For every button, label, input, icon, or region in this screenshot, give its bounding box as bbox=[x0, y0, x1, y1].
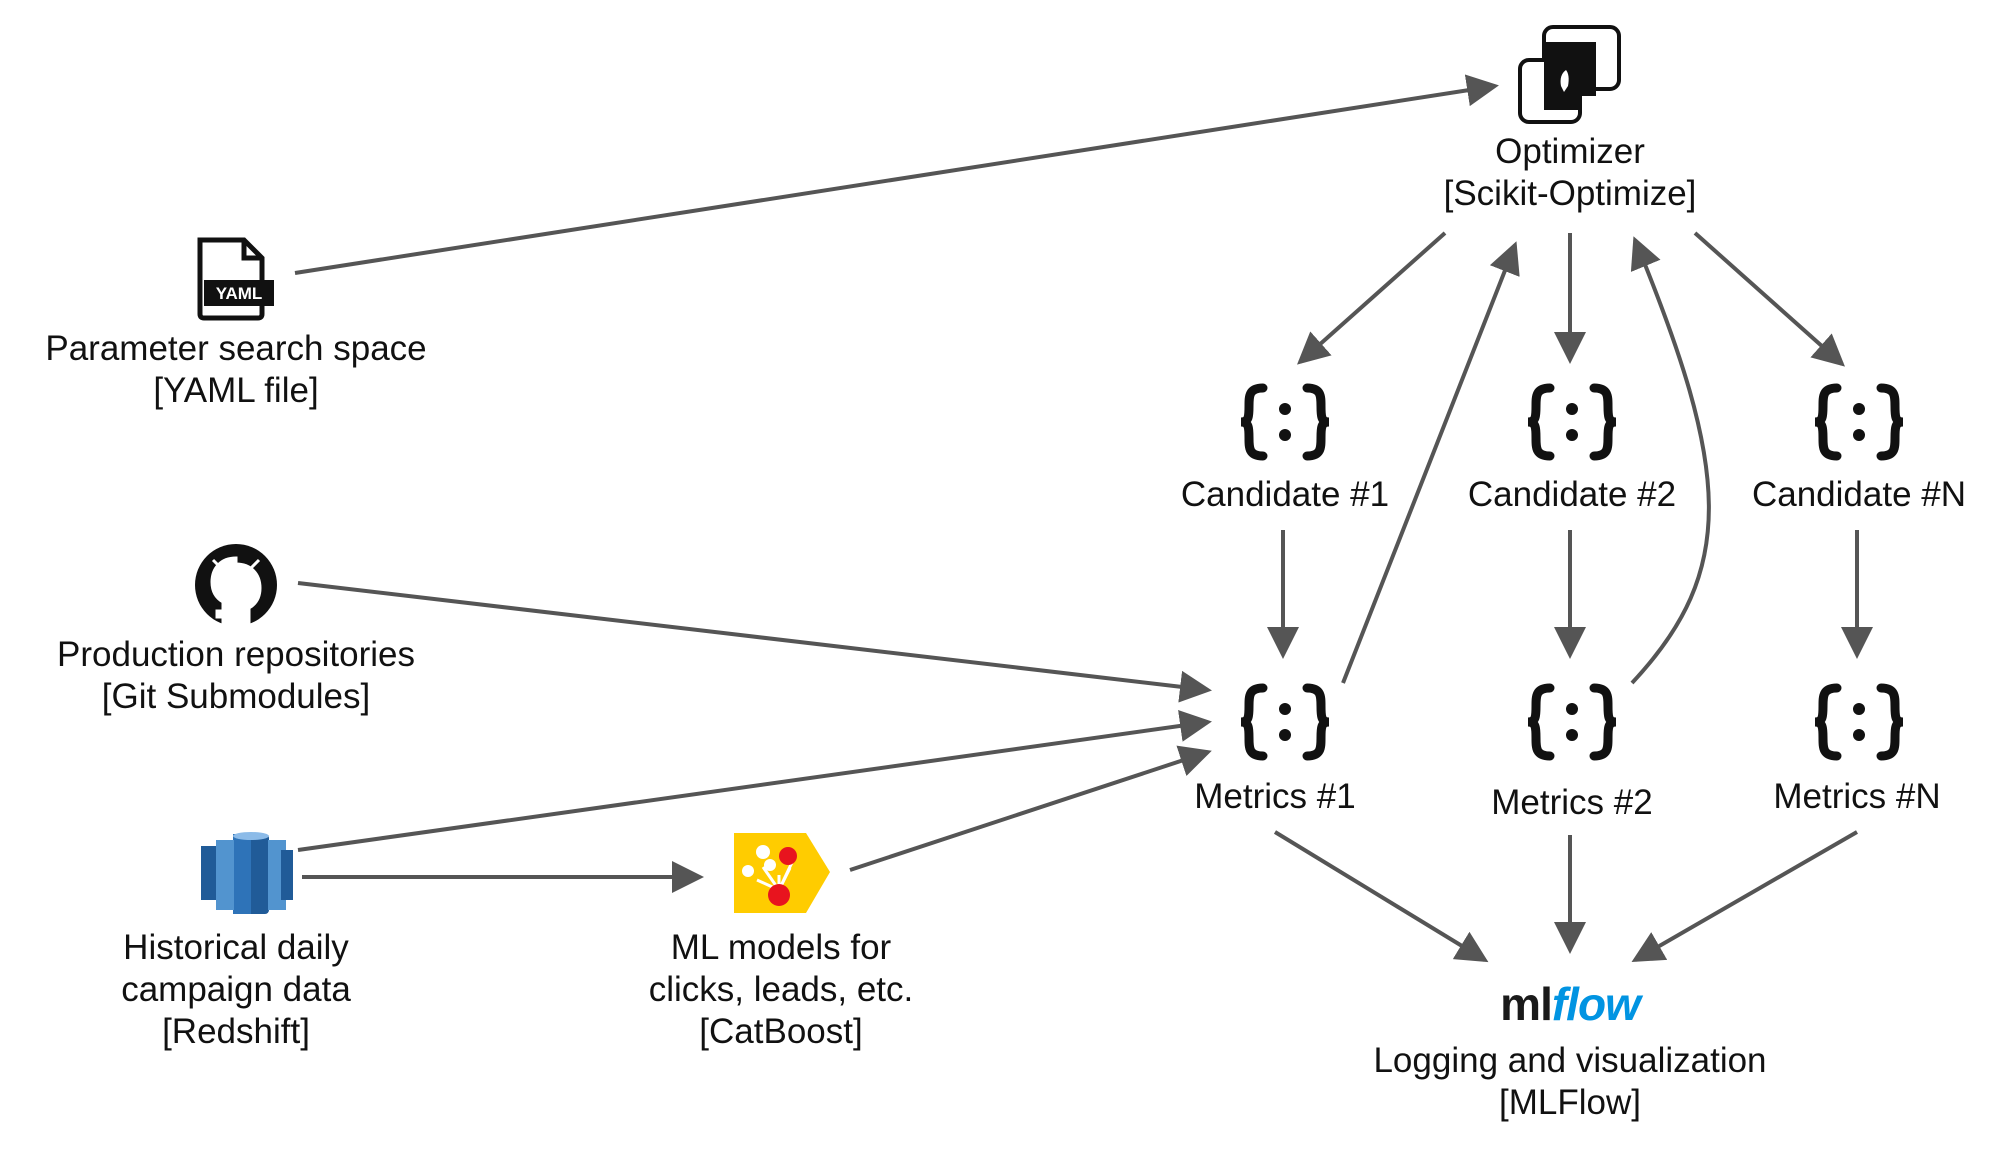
mlflow-tech: [MLFlow] bbox=[1499, 1083, 1641, 1122]
candidate-label: Candidate #2 bbox=[1467, 475, 1677, 514]
node-candidate-n: Candidate #N bbox=[1752, 474, 1966, 516]
json-braces-icon bbox=[1814, 683, 1904, 761]
edge-metrics-2-to-optimizer bbox=[1630, 236, 1711, 685]
mlflow-logo-ml: ml bbox=[1500, 978, 1553, 1030]
redshift-icon bbox=[201, 832, 293, 914]
optimizer-label: Optimizer bbox=[1495, 132, 1645, 171]
github-icon bbox=[195, 544, 277, 627]
edge-optimizer-to-candidate-n bbox=[1693, 231, 1845, 367]
node-mlflow: Logging and visualization [MLFlow] bbox=[1373, 1040, 1766, 1124]
edge-repos-to-metrics-1 bbox=[297, 581, 1212, 703]
mlflow-logo-flow: flow bbox=[1551, 978, 1641, 1030]
node-optimizer: Optimizer [Scikit-Optimize] bbox=[1444, 131, 1697, 215]
candidate-label: Candidate #N bbox=[1751, 475, 1967, 514]
edge-param-to-optimizer bbox=[294, 74, 1499, 275]
metrics-label: Metrics #2 bbox=[1491, 783, 1653, 822]
ml-models-tech: [CatBoost] bbox=[699, 1012, 863, 1051]
hist-data-tech: [Redshift] bbox=[162, 1012, 310, 1051]
scikit-optimize-icon bbox=[1518, 25, 1621, 124]
candidate-label: Candidate #1 bbox=[1180, 475, 1390, 514]
json-braces-icon bbox=[1240, 683, 1330, 761]
json-braces-icon bbox=[1240, 383, 1330, 461]
hist-data-line1: Historical daily bbox=[123, 928, 349, 967]
node-candidate-2: Candidate #2 bbox=[1468, 474, 1676, 516]
prod-repos-tech: [Git Submodules] bbox=[101, 677, 371, 716]
edge-ml-models-to-metrics-1 bbox=[849, 745, 1212, 872]
prod-repos-label: Production repositories bbox=[57, 635, 415, 674]
node-metrics-2: Metrics #2 bbox=[1491, 782, 1652, 824]
metrics-label: Metrics #N bbox=[1773, 777, 1941, 816]
catboost-icon bbox=[734, 833, 830, 913]
node-prod-repos: Production repositories [Git Submodules] bbox=[57, 634, 415, 718]
optimizer-tech: [Scikit-Optimize] bbox=[1443, 174, 1697, 213]
node-candidate-1: Candidate #1 bbox=[1181, 474, 1389, 516]
param-space-label: Parameter search space bbox=[45, 329, 427, 368]
ml-models-line1: ML models for bbox=[670, 928, 892, 967]
edge-metrics-1-to-optimizer bbox=[1341, 241, 1520, 684]
node-ml-models: ML models for clicks, leads, etc. [CatBo… bbox=[649, 927, 914, 1053]
json-braces-icon bbox=[1527, 383, 1617, 461]
yaml-file-icon: YAML bbox=[197, 237, 274, 321]
json-braces-icon bbox=[1814, 383, 1904, 461]
hist-data-line2: campaign data bbox=[121, 970, 351, 1009]
json-braces-icon bbox=[1527, 683, 1617, 761]
edge-optimizer-to-candidate-1 bbox=[1297, 231, 1447, 365]
node-hist-data: Historical daily campaign data [Redshift… bbox=[121, 927, 351, 1053]
metrics-label: Metrics #1 bbox=[1194, 777, 1356, 816]
node-param-space: Parameter search space [YAML file] bbox=[45, 328, 426, 412]
mlflow-logo: mlflow bbox=[1500, 978, 1641, 1030]
node-metrics-n: Metrics #N bbox=[1773, 776, 1940, 818]
node-metrics-1: Metrics #1 bbox=[1194, 776, 1355, 818]
param-space-tech: [YAML file] bbox=[153, 371, 319, 410]
ml-models-line2: clicks, leads, etc. bbox=[648, 970, 914, 1009]
yaml-icon-text: YAML bbox=[216, 284, 263, 303]
edge-metrics-1-to-mlflow bbox=[1273, 830, 1489, 963]
edges bbox=[294, 74, 1873, 963]
edge-metrics-n-to-mlflow bbox=[1631, 830, 1858, 962]
mlflow-label: Logging and visualization bbox=[1373, 1041, 1767, 1080]
edge-hist-to-metrics-1 bbox=[297, 710, 1212, 852]
